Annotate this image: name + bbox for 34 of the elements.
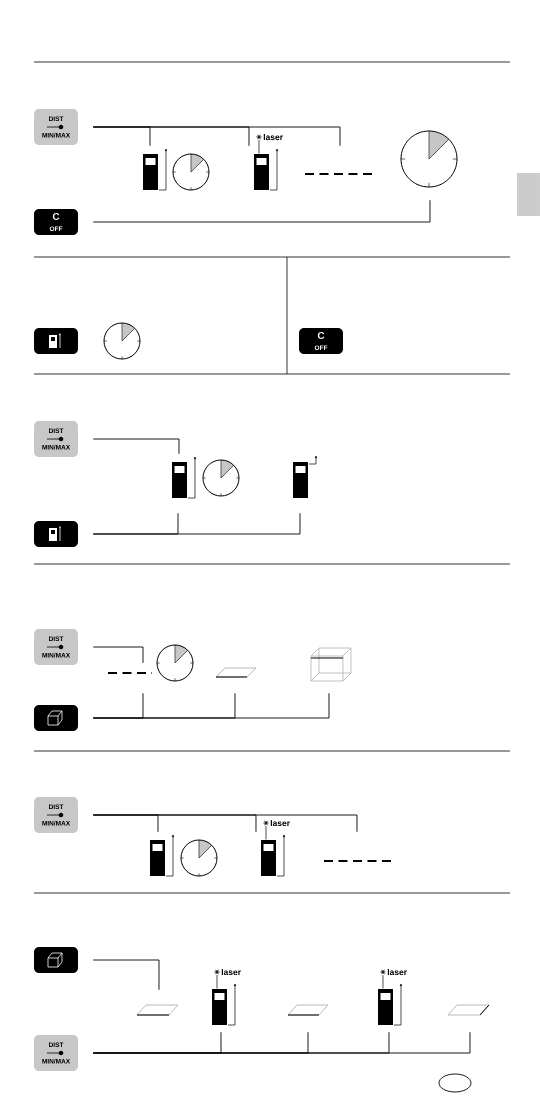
connector-line: [92, 692, 330, 719]
rangefinder-drawing: [254, 148, 279, 191]
rangefinder-drawing: [378, 983, 403, 1026]
connector-line: [92, 438, 180, 455]
laser-label: laser: [387, 968, 407, 976]
clock-icon: [400, 130, 458, 188]
dashed-line: [305, 172, 372, 176]
laser-label: laser: [270, 819, 290, 827]
connector-line: [92, 199, 431, 223]
parallelogram-icon: [287, 1004, 329, 1016]
parallelogram-icon: [136, 1004, 179, 1016]
rangefinder-drawing: [143, 148, 168, 191]
connector-line: [92, 126, 341, 147]
dashed-line: [108, 671, 152, 675]
dashed-line: [324, 859, 391, 863]
connector-line: [92, 1031, 471, 1054]
keypad-button: [34, 705, 78, 731]
laser-label: laser: [263, 133, 283, 141]
connector-line: [92, 512, 301, 535]
connector-line: [92, 646, 144, 664]
laser-label: laser: [221, 968, 241, 976]
rangefinder-drawing: [261, 834, 286, 877]
keypad-button: [34, 947, 78, 973]
parallelogram-icon: [215, 667, 257, 678]
rangefinder-drawing: [293, 455, 318, 498]
keypad-button: [34, 521, 78, 547]
rangefinder-drawing: [172, 456, 197, 499]
rangefinder-drawing: [212, 983, 237, 1026]
connector-line: [92, 814, 358, 833]
rangefinder-drawing: [150, 834, 175, 877]
parallelogram-icon: [447, 1004, 490, 1016]
connector-line: [92, 959, 160, 991]
cube-icon: [310, 647, 352, 682]
keypad-button: [34, 328, 78, 354]
